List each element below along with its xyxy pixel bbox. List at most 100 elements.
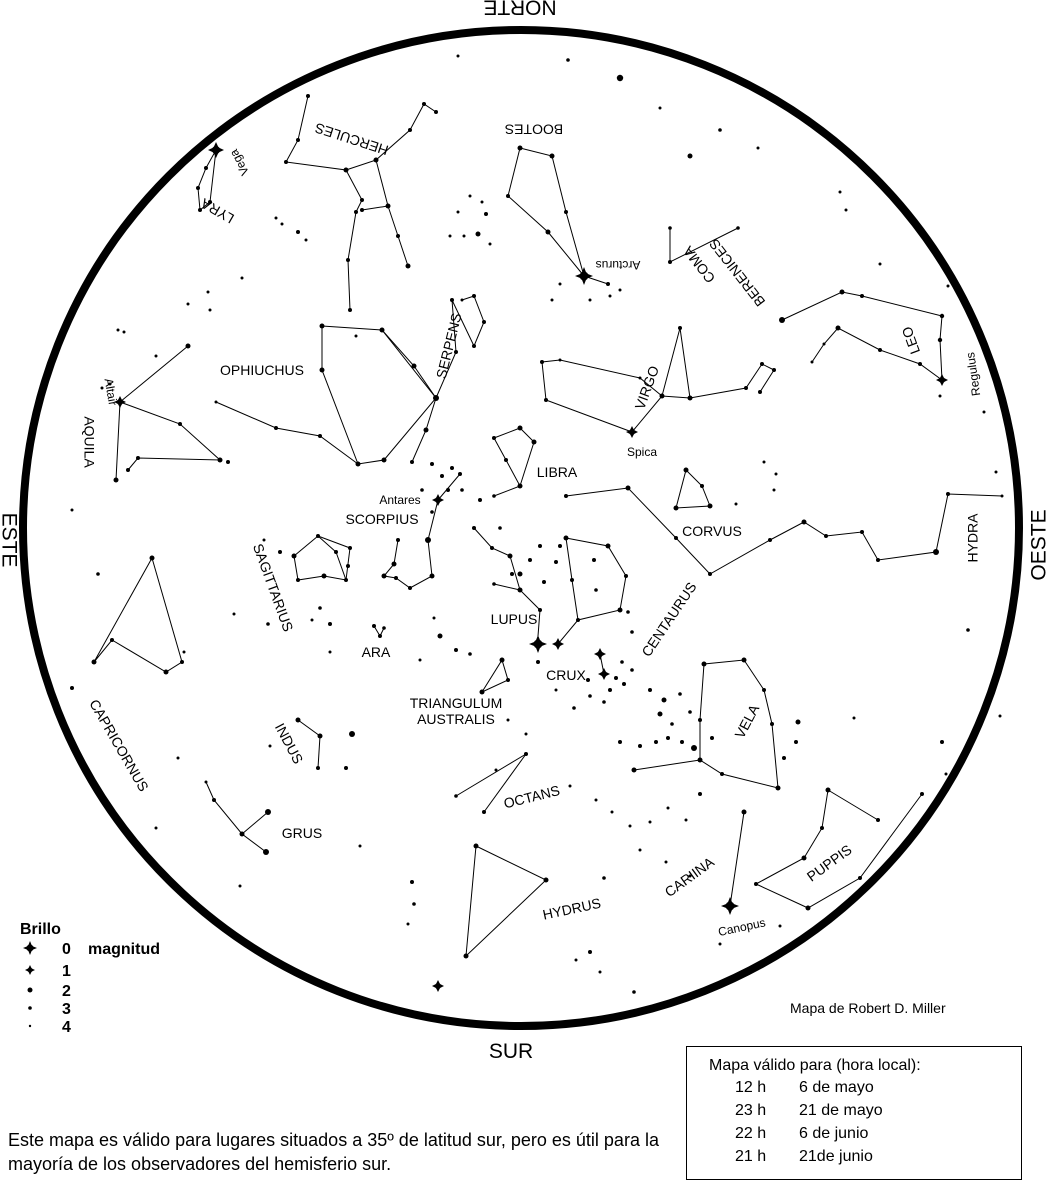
antares-label: Antares xyxy=(379,493,420,507)
octans-lines-2 xyxy=(483,753,527,813)
validity-hour: 12 h xyxy=(735,1079,767,1096)
australis-label: AUSTRALIS xyxy=(417,711,495,727)
aquila-lines xyxy=(115,345,189,481)
leo-label: LEO xyxy=(898,324,923,356)
triangulum-lines xyxy=(481,658,509,693)
grus-label: GRUS xyxy=(282,825,322,841)
sky-circle xyxy=(19,26,1023,1030)
validity-title: Mapa válido para (hora local): xyxy=(709,1057,921,1074)
lupus-lines-2 xyxy=(493,583,521,591)
legend-mag4-symbol xyxy=(28,1024,32,1028)
legend-mag3-symbol xyxy=(28,1006,32,1010)
puppis-lines-2 xyxy=(755,793,923,909)
capricornus-lines xyxy=(93,557,183,673)
latitude-note: Este mapa es válido para lugares situado… xyxy=(8,1130,659,1174)
hydra-lines xyxy=(565,487,1003,575)
hercules-label: HERCULES xyxy=(313,120,390,159)
lyra-label: LYRA xyxy=(197,195,236,227)
legend-level-1: 1 xyxy=(62,963,71,980)
grus-lines-2 xyxy=(241,811,269,835)
validity-box: Mapa válido para (hora local): 12 h 6 de… xyxy=(686,1046,1022,1180)
carina-label: CARIINA xyxy=(662,853,718,900)
legend-level-4: 4 xyxy=(62,1019,71,1036)
east-label: ESTE xyxy=(0,513,20,568)
validity-hour: 21 h xyxy=(735,1148,767,1165)
west-label: OESTE xyxy=(1028,509,1049,580)
virgo-lines-2 xyxy=(661,327,691,399)
sagittarius-lines xyxy=(293,535,347,581)
validity-row: 23 h 21 de mayo xyxy=(735,1102,1015,1124)
bootes-lines xyxy=(507,147,585,277)
validity-date: 21de junio xyxy=(799,1148,873,1165)
hydrus-lines xyxy=(465,845,547,958)
south-label: SUR xyxy=(489,1040,533,1063)
validity-row: 21 h 21de junio xyxy=(735,1148,1015,1170)
hercules-lines-2 xyxy=(345,159,389,211)
lupus-label: LUPUS xyxy=(491,611,538,627)
altair-label: Altair xyxy=(102,377,121,406)
centaurus-label: CENTAURUS xyxy=(638,579,699,659)
scorpius-label: SCORPIUS xyxy=(345,511,418,527)
bright-stars xyxy=(114,142,948,992)
crux-star-a xyxy=(598,668,610,680)
triangulum-label: TRIANGULUM xyxy=(410,695,503,711)
puppis-label: PUPPIS xyxy=(804,841,855,884)
leo-lines xyxy=(781,291,943,382)
validity-row: 12 h 6 de mayo xyxy=(735,1079,1015,1101)
legend-mag1-symbol xyxy=(25,965,35,975)
centaurus-lines xyxy=(557,537,627,645)
sagittarius-lines-2 xyxy=(317,535,351,581)
antares-star xyxy=(432,494,444,506)
virgo-lines-3 xyxy=(541,359,663,397)
virgo-label: VIRGO xyxy=(632,364,663,412)
alpha-centauri-star xyxy=(529,635,547,653)
serpens-label: SERPENS xyxy=(433,311,465,380)
lupus-lines xyxy=(473,527,541,637)
aquila-label: AQUILA xyxy=(81,416,97,468)
crux-label: CRUX xyxy=(546,667,586,683)
validity-hour: 22 h xyxy=(735,1125,767,1142)
octans-label: OCTANS xyxy=(502,782,561,811)
north-label: NORTE xyxy=(483,0,556,18)
corvus-lines xyxy=(675,469,711,509)
libra-lines xyxy=(493,427,535,488)
crux-star-b xyxy=(594,648,606,660)
capricornus-label: CAPRICORNUS xyxy=(86,697,152,795)
arcturus-label: Arcturus xyxy=(596,258,641,272)
canopus-star xyxy=(721,897,739,915)
regulus-label: Regulus xyxy=(963,351,983,397)
hydrus-label: HYDRUS xyxy=(541,895,602,923)
validity-date: 6 de mayo xyxy=(799,1079,874,1096)
hercules-lines-3 xyxy=(375,103,437,161)
map-credit: Mapa de Robert D. Miller xyxy=(790,1000,946,1016)
hydra-label: HYDRA xyxy=(965,513,981,563)
octans-lines xyxy=(455,753,527,797)
validity-date: 21 de mayo xyxy=(799,1102,883,1119)
field-stars xyxy=(70,54,1004,994)
validity-hour: 23 h xyxy=(735,1102,767,1119)
legend-mag2-symbol xyxy=(27,987,33,993)
ophiuchus-lines-3 xyxy=(215,401,359,465)
grus-lines xyxy=(205,781,267,853)
ara-label: ARA xyxy=(362,644,391,660)
legend-level-2: 2 xyxy=(62,983,71,1000)
vela-label: VELA xyxy=(731,701,762,741)
regulus-star xyxy=(936,374,948,386)
legend-level-0: 0 xyxy=(62,941,71,958)
legend-level-3: 3 xyxy=(62,1001,71,1018)
carina-lines xyxy=(729,811,745,907)
arcturus-star xyxy=(575,267,593,285)
star-labels: Vega Arcturus Regulus Altair Spica Antar… xyxy=(102,147,984,939)
lyra-lines xyxy=(197,149,217,211)
brightness-legend: Brillo 0 1 2 3 4 magnitud xyxy=(20,921,160,1036)
legend-title: Brillo xyxy=(20,921,61,938)
spica-star xyxy=(626,426,638,438)
altair-star xyxy=(114,396,126,408)
libra-lines-2 xyxy=(493,485,521,497)
canopus-label: Canopus xyxy=(717,915,767,939)
spica-label: Spica xyxy=(627,445,657,459)
vega-label: Vega xyxy=(227,147,252,178)
ophiuchus-label: OPHIUCHUS xyxy=(220,362,304,378)
vega-star xyxy=(208,142,224,158)
